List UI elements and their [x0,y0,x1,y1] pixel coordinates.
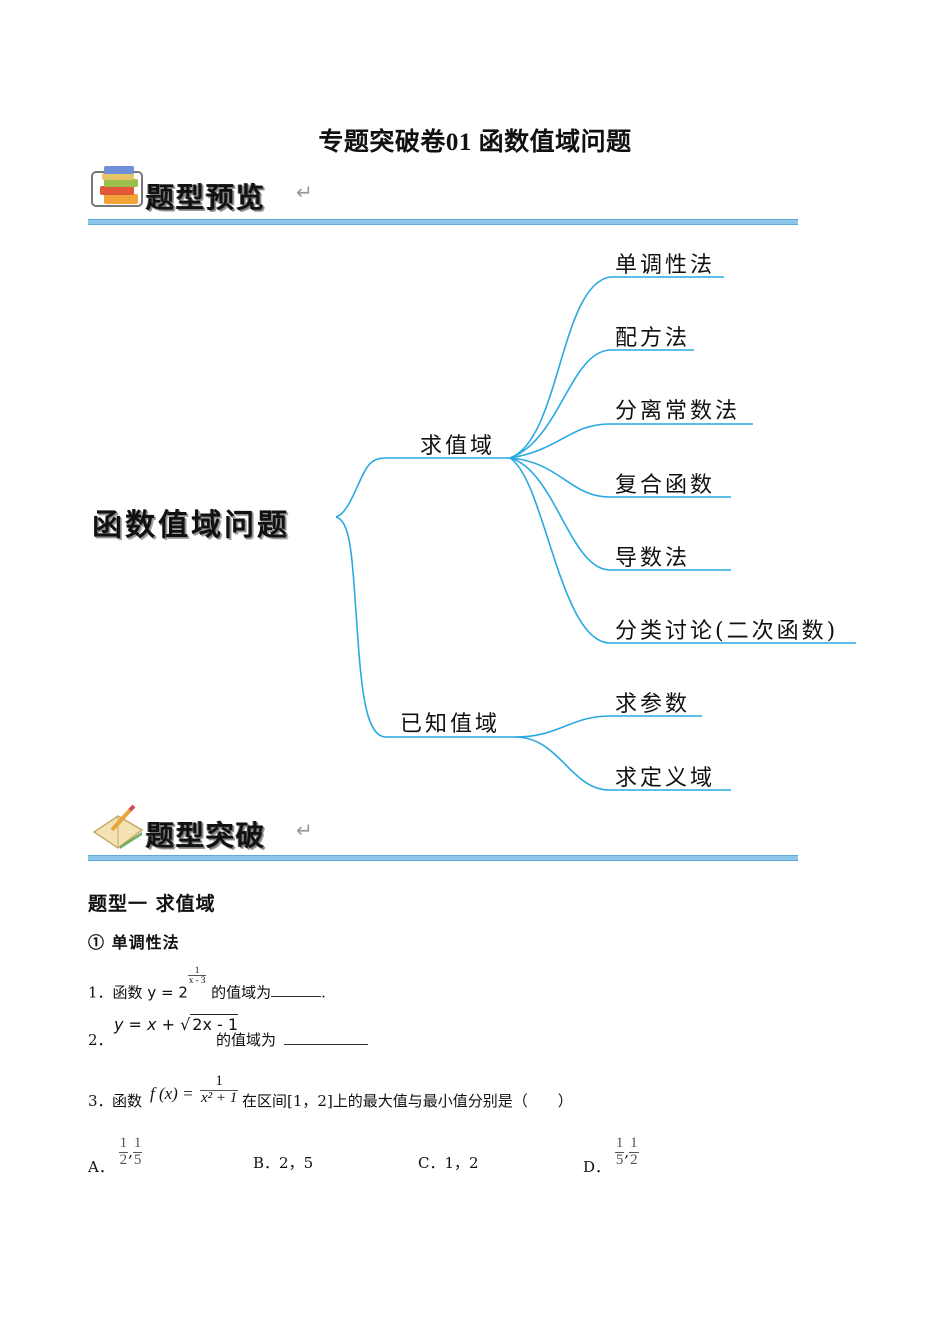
mindmap-node-completing-square: 配方法 [615,326,691,351]
document-title: 专题突破卷01 函数值域问题 [318,129,632,156]
question-number: 3． [88,1092,113,1110]
question-type-heading: 题型一 求值域 [88,893,216,915]
mindmap-node-case-discussion: 分类讨论(二次函数) [615,619,839,644]
question-number: 1． [88,983,113,1002]
return-mark: ↵ [296,180,313,204]
answer-blank[interactable] [284,1030,368,1045]
method-subheading: ① 单调性法 [88,933,180,952]
mindmap-branch-known-range: 已知值域 [400,712,501,737]
formula: y = 2 [147,983,188,1002]
mindmap-node-derivative: 导数法 [615,546,691,571]
mindmap-node-monotonicity: 单调性法 [615,253,716,278]
section-title-breakthrough: 题型突破 [146,819,267,852]
books-icon [91,166,143,207]
return-mark: ↵ [296,818,313,842]
section-title-overview: 题型预览 [146,181,267,214]
section-divider [88,855,798,861]
option-b[interactable]: B．2，5 [253,1154,314,1172]
question-number: 2． [88,1031,113,1049]
question-suffix: 在区间[1，2]上的最大值与最小值分别是（ ） [242,1092,573,1110]
mindmap-branch-find-range: 求值域 [420,434,496,459]
section-header-breakthrough: 题型突破 ↵ [88,800,798,861]
mindmap-connectors [335,276,856,791]
question-suffix: 的值域为 [216,1031,277,1049]
question-prefix: 函数 [112,1092,143,1110]
answer-blank[interactable] [271,982,322,998]
section-header-overview: 题型预览 ↵ [88,162,798,225]
mindmap-root: 函数值域问题 [92,508,290,543]
mindmap-node-separate-constant: 分离常数法 [615,399,741,424]
option-c[interactable]: C．1，2 [418,1154,479,1172]
mindmap-node-composite-function: 复合函数 [615,473,716,498]
formula: y = x + √2x - 1 [114,1014,239,1034]
mindmap-node-find-parameter: 求参数 [615,692,691,717]
formula: f (x) = [150,1084,194,1103]
section-divider [88,219,798,225]
mindmap-node-find-domain: 求定义域 [615,766,716,791]
notebook-pencil-icon [92,804,144,849]
question-suffix: 的值域为 [211,983,272,1002]
question-prefix: 函数 [112,983,143,1002]
